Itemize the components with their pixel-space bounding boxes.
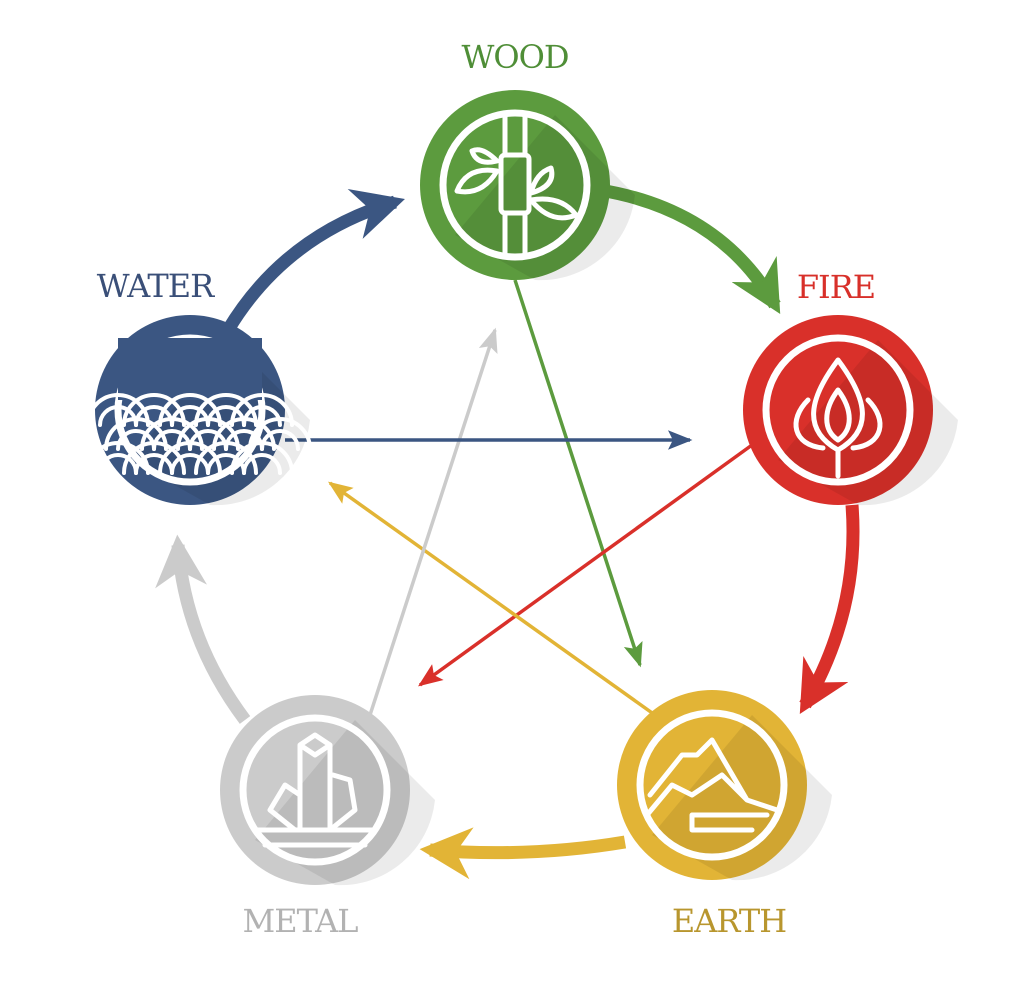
- element-node-fire: FIRE: [743, 268, 958, 506]
- waves-icon: [86, 338, 312, 475]
- mountain-icon: [644, 737, 780, 833]
- generating-arrow-earth-to-metal: [419, 827, 627, 880]
- controlling-arrow-earth-to-water: [328, 481, 657, 717]
- element-node-metal: METAL: [220, 695, 435, 940]
- wood-label: WOOD: [461, 38, 568, 76]
- fire-label: FIRE: [797, 268, 875, 306]
- bamboo-icon: [454, 114, 579, 256]
- controlling-arrow-metal-to-wood: [368, 327, 498, 716]
- fire-circle: [743, 315, 933, 505]
- metal-label: METAL: [242, 902, 358, 940]
- generating-arrow-water-to-wood: [222, 189, 405, 334]
- controlling-arrow-wood-to-earth: [513, 279, 643, 668]
- water-label: WATER: [97, 267, 215, 305]
- metal-circle: [220, 695, 410, 885]
- generating-arrow-fire-to-earth: [799, 504, 860, 715]
- element-node-wood: WOOD: [420, 38, 635, 281]
- earth-label: EARTH: [672, 902, 786, 940]
- element-node-water: WATER: [86, 267, 312, 506]
- earth-circle: [617, 690, 807, 880]
- wood-circle: [420, 90, 610, 280]
- crystal-icon: [252, 732, 378, 848]
- flame-icon: [793, 357, 883, 479]
- element-node-earth: EARTH: [617, 690, 832, 940]
- generating-arrow-metal-to-water: [155, 534, 251, 724]
- controlling-arrow-fire-to-metal: [418, 443, 754, 687]
- generating-arrow-wood-to-fire: [598, 183, 781, 314]
